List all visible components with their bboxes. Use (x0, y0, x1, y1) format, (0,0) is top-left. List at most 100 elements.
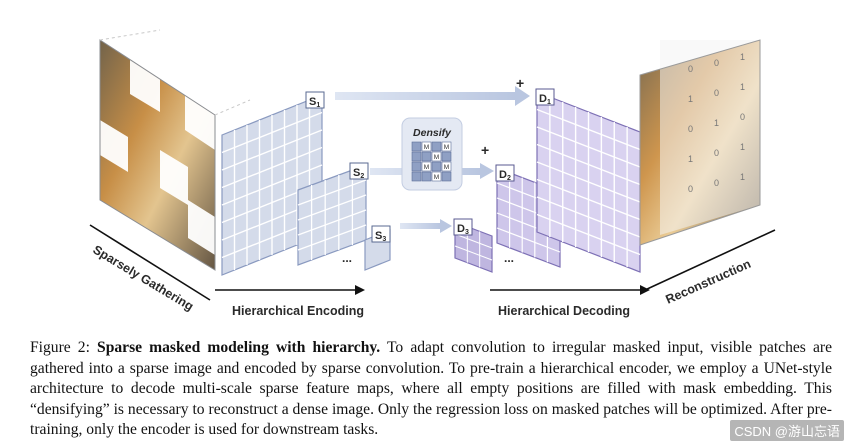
recon-border (639, 39, 761, 246)
figure-caption: Figure 2: Sparse masked modeling with hi… (30, 338, 832, 441)
grid-line (297, 179, 367, 206)
masked-patch (188, 200, 215, 255)
grid-line (536, 161, 641, 203)
feature-cell (441, 151, 452, 162)
mask-token: M (434, 174, 439, 181)
grid-line (536, 213, 641, 256)
watermark: CSDN @游山忘语 (730, 420, 844, 441)
d3-label: D3 (457, 223, 469, 236)
hierarchical-decoding-label: Hierarchical Decoding (498, 304, 630, 318)
encoder-map-s2: S2 (297, 162, 369, 266)
s3-label-box (371, 225, 391, 243)
decoder-map-d3: D3 ... (453, 218, 514, 273)
feature-cell (431, 161, 442, 172)
d2-label: D2 (499, 169, 511, 182)
mask-bit: 0 (688, 64, 693, 74)
encoder-map-s3: S3 ... (342, 225, 391, 271)
grid-line (536, 196, 641, 238)
encoder-map-s1: S1 (221, 91, 325, 276)
sparse-input-image (99, 29, 251, 271)
mask-token: M (434, 154, 439, 161)
grid-line (297, 209, 367, 236)
decoder-ellipsis: ... (504, 251, 514, 265)
encoder-ellipsis: ... (342, 251, 352, 265)
mask-token-cell (431, 151, 442, 162)
s2-label-box (349, 162, 369, 180)
mask-bit: 0 (714, 148, 719, 158)
plus-sign: + (481, 142, 489, 158)
mask-token: M (424, 164, 429, 171)
feature-cell (411, 171, 422, 182)
mask-bit: 0 (714, 88, 719, 98)
hierarchical-encoding-axis: Hierarchical Encoding (215, 285, 365, 318)
mask-bit: 0 (714, 58, 719, 68)
masked-patch (100, 120, 128, 172)
plus-sign: + (516, 75, 524, 91)
feature-cell (431, 141, 442, 152)
s2-grid (297, 170, 367, 260)
skip-arrow-1 (335, 92, 515, 100)
feature-cell (441, 171, 452, 182)
mask-token-cell (441, 141, 452, 152)
grid-line (221, 164, 323, 206)
mask-bit: 1 (688, 154, 693, 164)
gathering-axis-line (89, 224, 211, 301)
hierarchical-decoding-axis: Hierarchical Decoding (490, 285, 650, 318)
mask-bit: 1 (714, 118, 719, 128)
feature-cell (421, 171, 432, 182)
masked-patch (130, 60, 160, 112)
skip-arrow-3 (400, 223, 440, 229)
mask-bit: 0 (740, 112, 745, 122)
grid-line (496, 227, 561, 253)
caption-prefix: Figure 2: (30, 339, 98, 356)
mask-token-cell (441, 161, 452, 172)
d2-label-box (495, 164, 515, 182)
mask-bit: 1 (740, 52, 745, 62)
d1-label: D1 (539, 93, 551, 106)
mask-bit: 1 (740, 82, 745, 92)
caption-title: Sparse masked modeling with hierarchy. (97, 339, 381, 356)
input-panel-border (99, 39, 216, 271)
d1-grid (536, 97, 641, 267)
s1-label: S1 (309, 96, 320, 109)
feature-cell (411, 161, 422, 172)
masked-patch (160, 150, 188, 205)
feature-cell (421, 151, 432, 162)
reconstruction-axis: Reconstruction (644, 229, 776, 307)
s1-label-box (305, 91, 325, 109)
mask-bit: 1 (688, 94, 693, 104)
mask-token-cell (421, 141, 432, 152)
decoder-map-d1: D1 (535, 88, 641, 273)
d3-label-box (453, 218, 473, 236)
recon-mask-panel (660, 40, 760, 235)
d2-grid (496, 172, 561, 263)
reconstruction-label: Reconstruction (664, 257, 753, 307)
hierarchical-encoding-label: Hierarchical Encoding (232, 304, 364, 318)
mask-token: M (444, 164, 449, 171)
feature-cell (411, 141, 422, 152)
mask-token-cell (421, 161, 432, 172)
densify-label: Densify (413, 127, 452, 139)
feature-cell (411, 151, 422, 162)
mask-bit: 0 (714, 178, 719, 188)
grid-line (297, 224, 367, 251)
mask-bit: 1 (740, 142, 745, 152)
s1-grid (221, 100, 323, 270)
s2-label: S2 (353, 167, 364, 180)
sparsely-gathering-label: Sparsely Gathering (90, 243, 195, 314)
grid-line (454, 245, 493, 261)
mask-bit: 1 (740, 172, 745, 182)
mask-token: M (424, 144, 429, 151)
grid-line (454, 233, 493, 249)
masked-patch (185, 95, 215, 150)
mask-token-cell (431, 171, 442, 182)
s3-label: S3 (375, 230, 386, 243)
caption-body: To adapt convolution to irregular masked… (30, 339, 832, 438)
grid-line (297, 194, 367, 221)
mask-bit: 0 (688, 184, 693, 194)
